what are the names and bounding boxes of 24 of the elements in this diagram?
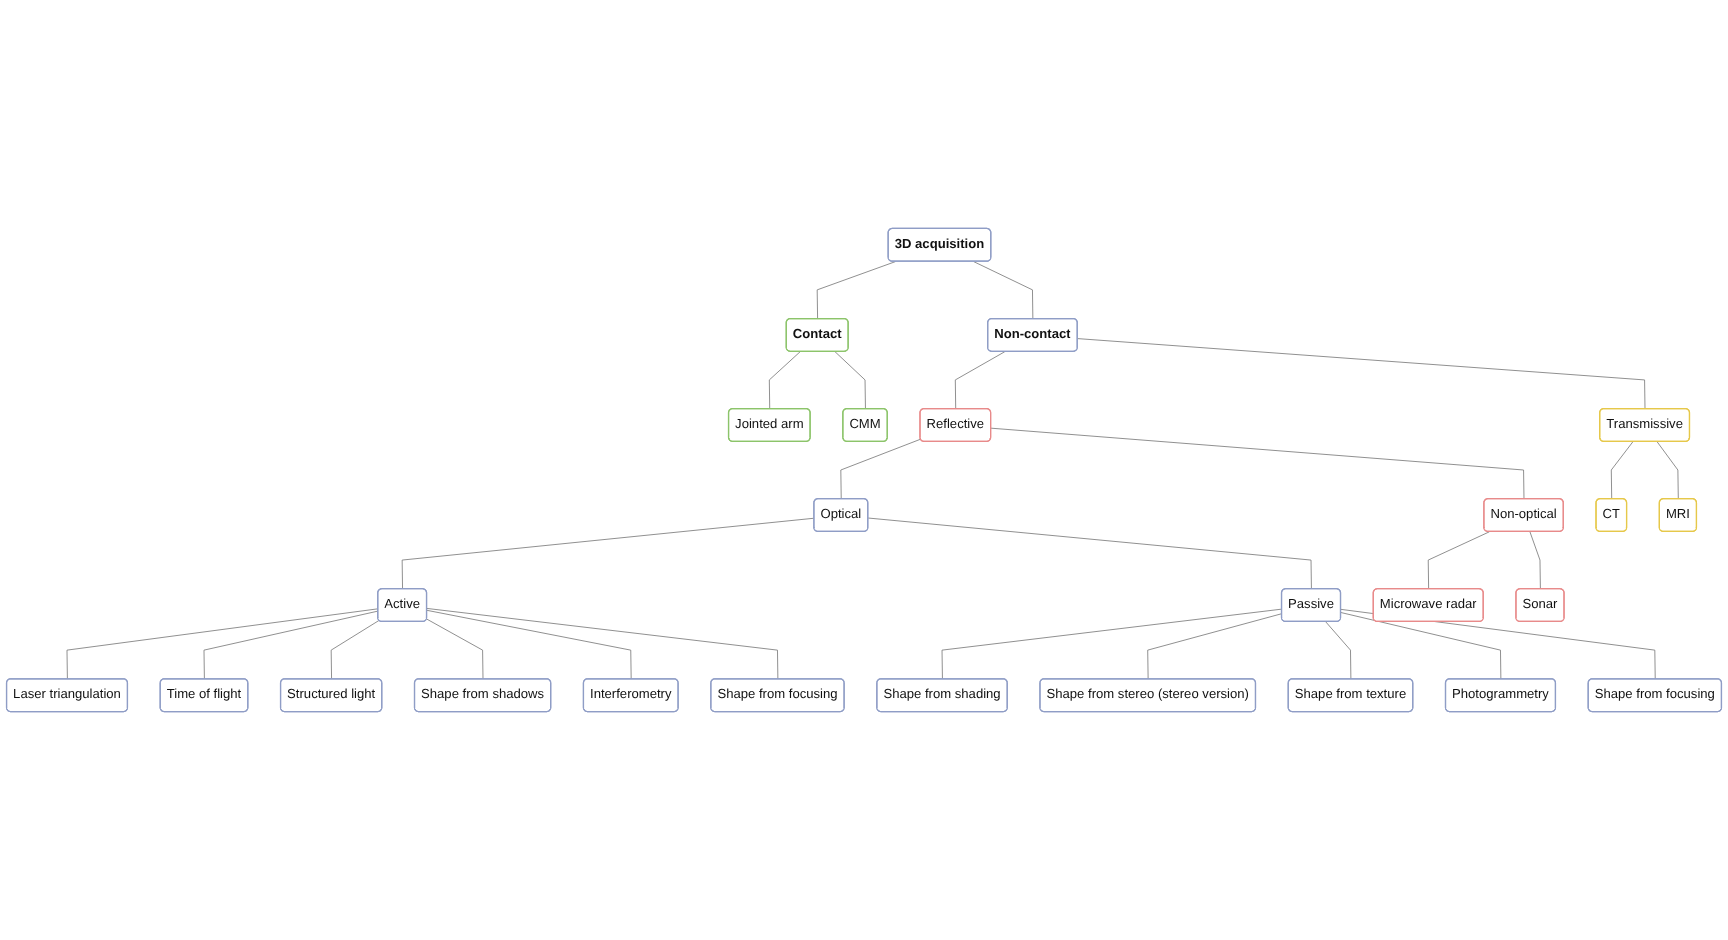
connector: [1077, 338, 1646, 410]
connector: [1610, 441, 1634, 500]
connector: [330, 620, 380, 680]
connector: [1325, 621, 1352, 680]
connector: [401, 517, 815, 590]
connector: [1656, 441, 1679, 500]
connector: [1340, 612, 1502, 680]
connector: [426, 609, 632, 680]
connector: [426, 608, 779, 680]
connector: [990, 427, 1525, 500]
connector: [203, 610, 379, 680]
connector: [941, 608, 1283, 680]
connector: [1529, 531, 1541, 590]
connector: [840, 438, 922, 500]
connector: [973, 261, 1034, 320]
connector: [768, 351, 801, 410]
connector: [954, 351, 1006, 410]
connector: [816, 261, 896, 320]
connector: [426, 618, 484, 680]
connector: [867, 517, 1312, 590]
connector: [1427, 531, 1490, 590]
connector: [1147, 613, 1283, 680]
connector: [66, 608, 379, 680]
connector: [834, 351, 866, 410]
